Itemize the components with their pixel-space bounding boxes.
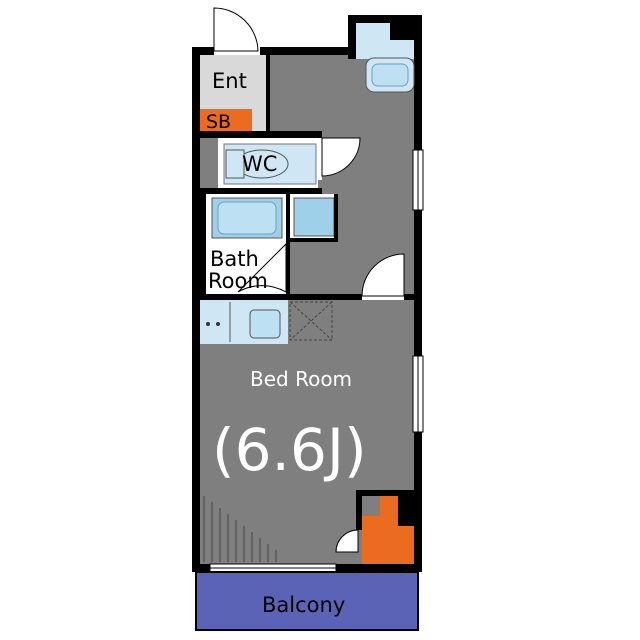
washer-pan-inner [371, 63, 409, 87]
label-shoe-box: SB [206, 111, 231, 133]
label-bath-line1: Bath [210, 247, 259, 271]
doors [213, 7, 405, 553]
bathtub-inner [217, 201, 277, 235]
wc-tank [225, 149, 245, 179]
ps-blue-lower [372, 40, 414, 59]
fridge-space [289, 301, 333, 341]
label-wc: WC [242, 152, 277, 176]
label-bedroom: Bed Room [250, 367, 352, 391]
stove-burner-icon [206, 322, 210, 326]
wash-basin-bowl [293, 197, 335, 237]
label-bath-line2: Room [208, 269, 268, 293]
shoe-box [200, 109, 252, 131]
fridge-cross [289, 301, 333, 341]
kitchen-sink [249, 309, 281, 339]
walls [192, 15, 422, 572]
balcony [195, 571, 419, 631]
left-storage [200, 138, 218, 190]
closet-notch [362, 496, 380, 516]
stove-burner-icon [216, 322, 220, 326]
label-entrance: Ent [212, 69, 247, 93]
label-balcony: Balcony [262, 593, 345, 617]
fridge-cross [289, 301, 333, 341]
balcony-step-hatch [203, 496, 277, 562]
label-bedroom-size: (6.6J) [212, 416, 367, 484]
